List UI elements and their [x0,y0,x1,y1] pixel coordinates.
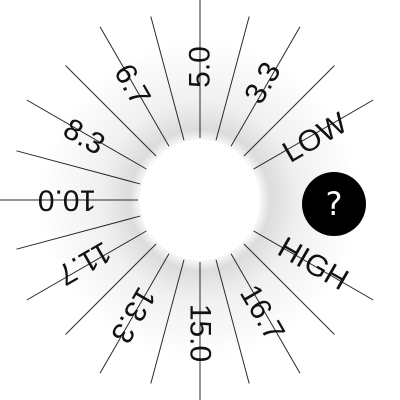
dial-tick [215,259,250,384]
dial-tick [16,215,141,250]
dial-tick [253,99,374,170]
help-button[interactable]: ? [302,172,366,236]
dial-tick [65,243,157,335]
dial-tick [150,259,185,384]
dial-tick [243,65,335,157]
dial-tick [215,16,250,141]
label-10-0: 10.0 [38,184,96,217]
dial-tick [26,230,147,301]
dial-tick [243,243,335,335]
dial-tick [99,253,170,374]
dial-tick [65,65,157,157]
dial-center [140,140,260,260]
dial-ticks [0,0,374,400]
dial-tick [99,26,170,147]
dial-tick [230,253,301,374]
dial-tick [150,16,185,141]
label-15-0: 15.0 [184,304,217,362]
dial-tick [230,26,301,147]
dial-tick [253,230,374,301]
dial-tick [16,150,141,185]
label-5-0: 5.0 [184,46,217,88]
dial-tick [26,99,147,170]
question-icon: ? [325,185,343,223]
